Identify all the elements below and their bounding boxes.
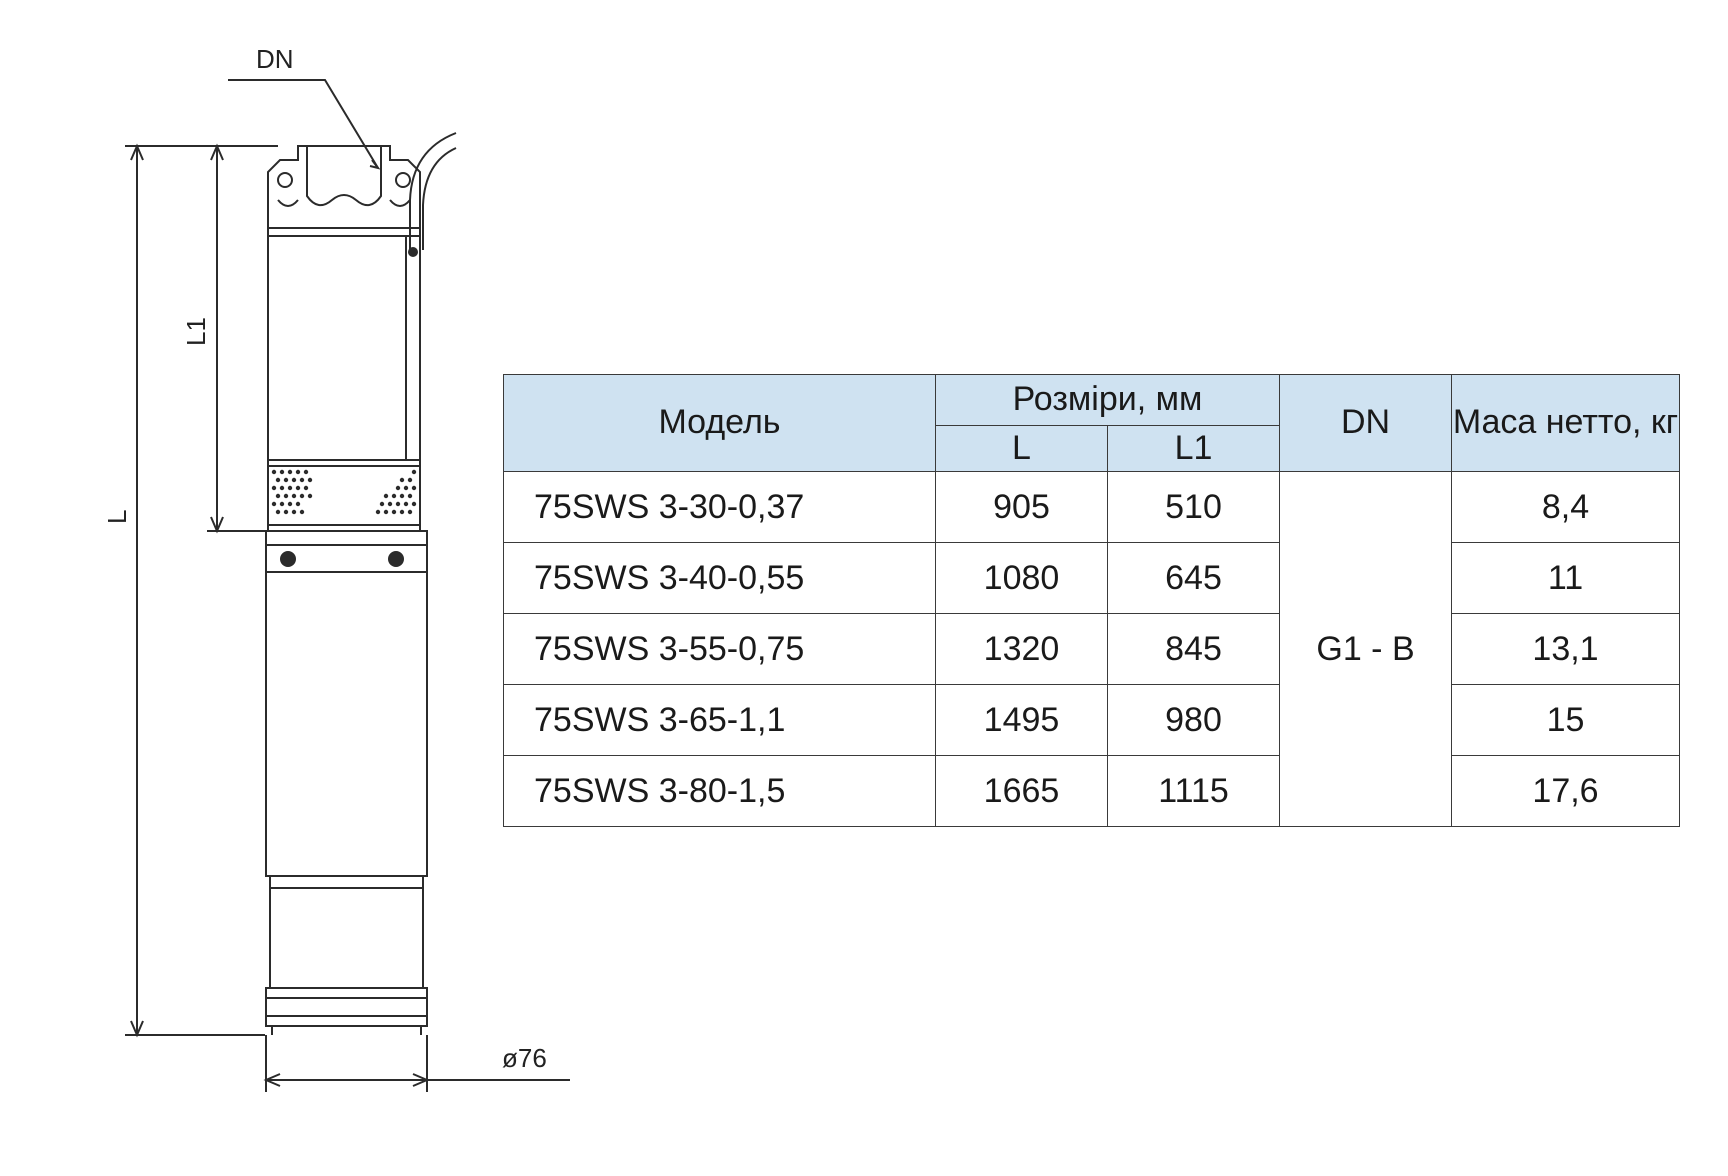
perforation-dot [407,477,413,483]
l-cell: 1665 [935,755,1108,827]
mass-cell: 11 [1451,542,1680,614]
mass-cell: 15 [1451,684,1680,756]
perforation-dot [411,485,417,491]
perforation-dot [407,509,413,515]
perforation-dot [283,493,289,499]
header-dimensions: Розміри, мм [935,374,1280,426]
l1-cell: 645 [1107,542,1280,614]
mass-cell: 17,6 [1451,755,1680,827]
perforation-dot [295,485,301,491]
perforation-dot [271,469,277,475]
l1-cell: 845 [1107,613,1280,685]
l-label: L [102,510,132,524]
perforation-dot [295,469,301,475]
perforation-dot [399,493,405,499]
dn-label: DN [256,44,294,74]
pump-upper-body [267,227,421,461]
model-cell: 75SWS 3-80-1,5 [503,755,936,827]
model-cell: 75SWS 3-40-0,55 [503,542,936,614]
perforation-dot [299,477,305,483]
perforation-dot [391,509,397,515]
mass-cell: 13,1 [1451,613,1680,685]
model-cell: 75SWS 3-65-1,1 [503,684,936,756]
perforation-dot [307,493,313,499]
l-cell: 905 [935,471,1108,543]
perforation-dot [295,501,301,507]
perforation-dot [387,501,393,507]
perforation-dot [411,501,417,507]
l-cell: 1080 [935,542,1108,614]
perforation-dot [279,485,285,491]
perforation-dot [279,501,285,507]
perforation-dot [395,501,401,507]
perforation-dot [291,493,297,499]
header-l: L [935,425,1108,472]
table-subheader-row: L L1 [504,425,1680,472]
perforation-dot [403,501,409,507]
perforation-dot [403,485,409,491]
perforation-dot [271,501,277,507]
perforation-dot [391,493,397,499]
dn-leader-line [228,79,379,169]
mass-cell: 8,4 [1451,471,1680,543]
pump-lower-body [269,875,424,989]
perforation-dot [287,469,293,475]
dn-cell: G1 - B [1279,471,1452,827]
perforation-dot [399,509,405,515]
pump-head [267,145,421,229]
perforation-dot [395,485,401,491]
l-cell: 1495 [935,684,1108,756]
perforation-dot [303,469,309,475]
perforation-dot [407,493,413,499]
header-model: Модель [503,374,936,472]
l1-cell: 1115 [1107,755,1280,827]
perforation-dot [283,509,289,515]
perforation-dot [399,477,405,483]
perforation-dot [375,509,381,515]
specification-table: Модель Розміри, мм DN Маса нетто, кг L L… [503,374,1680,827]
header-dn: DN [1279,374,1452,472]
perforation-dot [291,477,297,483]
l1-label: L1 [181,317,211,346]
perforation-dot [287,485,293,491]
perforation-dot [283,477,289,483]
pump-bottom-ring [265,987,428,1027]
header-l1: L1 [1107,425,1280,472]
header-mass: Маса нетто, кг [1451,374,1680,472]
perforation-dot [279,469,285,475]
cable [409,132,457,250]
model-cell: 75SWS 3-30-0,37 [503,471,936,543]
strainer-perforations [271,469,417,515]
perforation-dot [379,501,385,507]
perforation-dot [299,493,305,499]
perforation-dot [307,477,313,483]
diameter-label: ø76 [502,1043,547,1073]
perforation-dot [411,469,417,475]
perforation-dot [383,509,389,515]
perforation-dot [291,509,297,515]
perforation-dot [287,501,293,507]
perforation-dot [275,493,281,499]
l1-cell: 980 [1107,684,1280,756]
pump-drawing: DN L1 L ø76 [102,44,570,1092]
perforation-dot [299,509,305,515]
perforation-dot [303,485,309,491]
perforation-dot [275,509,281,515]
l1-cell: 510 [1107,471,1280,543]
model-cell: 75SWS 3-55-0,75 [503,613,936,685]
pump-motor-body [265,530,428,877]
table-header-row: Модель Розміри, мм DN Маса нетто, кг [503,374,1680,472]
perforation-dot [383,493,389,499]
l-cell: 1320 [935,613,1108,685]
perforation-dot [275,477,281,483]
perforation-dot [271,485,277,491]
